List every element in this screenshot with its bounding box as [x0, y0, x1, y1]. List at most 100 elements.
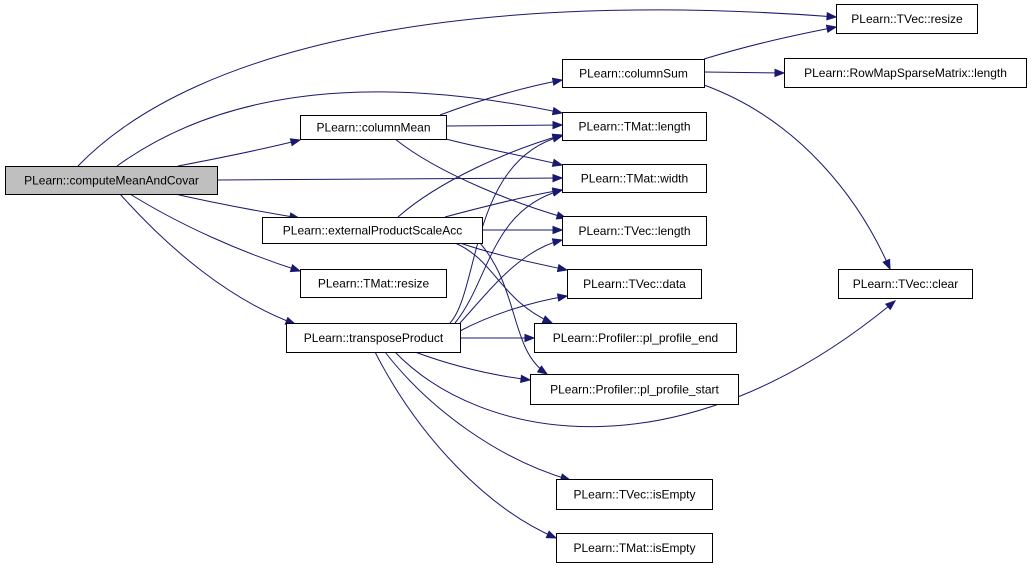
arrowhead-icon	[826, 12, 838, 21]
edge-columnSum-to-tvecClear	[703, 84, 891, 271]
edges-layer	[77, 9, 897, 539]
arrowhead-icon	[552, 120, 564, 130]
arrowhead-icon	[825, 24, 838, 34]
node-box[interactable]	[838, 269, 973, 299]
node-box[interactable]	[567, 269, 702, 299]
edge-transposeProduct-to-tmatIsEmpty	[374, 351, 558, 539]
edge-transposeProduct-to-tvecClear	[394, 300, 897, 428]
node-externalProductScaleAcc[interactable]: PLearn::externalProductScaleAcc	[262, 217, 483, 244]
edge-line	[444, 189, 563, 218]
node-label: PLearn::Profiler::pl_profile_end	[553, 331, 718, 345]
edge-externalProductScaleAcc-to-tmatWidth	[444, 187, 564, 218]
arrowhead-icon	[551, 106, 564, 116]
edge-line	[454, 189, 563, 324]
edge-transposeProduct-to-profileEnd	[460, 333, 536, 343]
node-tvecClear[interactable]: PLearn::TVec::clear	[838, 269, 973, 299]
arrowhead-icon	[545, 530, 558, 539]
node-tvecLength[interactable]: PLearn::TVec::length	[562, 216, 707, 246]
node-box[interactable]	[556, 533, 713, 563]
node-rowMapLength[interactable]: PLearn::RowMapSparseMatrix::length	[784, 58, 1027, 88]
edge-columnMean-to-tmatWidth	[445, 138, 564, 167]
arrowhead-icon	[551, 134, 564, 143]
node-box[interactable]	[556, 479, 713, 510]
arrowhead-icon	[541, 315, 554, 324]
edge-transposeProduct-to-tvecData	[459, 293, 569, 332]
arrowhead-icon	[551, 158, 564, 167]
node-box[interactable]	[562, 112, 707, 141]
edge-line	[439, 79, 563, 116]
edge-line	[177, 139, 301, 167]
edge-line	[459, 295, 568, 332]
node-tmatIsEmpty[interactable]: PLearn::TMat::isEmpty	[556, 533, 713, 563]
node-columnSum[interactable]: PLearn::columnSum	[562, 59, 705, 88]
node-label: PLearn::TVec::resize	[851, 12, 963, 26]
arrowhead-icon	[289, 264, 302, 273]
edge-line	[394, 138, 567, 219]
arrowhead-icon	[551, 77, 564, 86]
node-label: PLearn::TMat::isEmpty	[573, 541, 695, 555]
edge-columnSum-to-rowMapLength	[703, 68, 786, 78]
node-profileStart[interactable]: PLearn::Profiler::pl_profile_start	[530, 374, 739, 405]
node-profileEnd[interactable]: PLearn::Profiler::pl_profile_end	[534, 323, 737, 353]
node-label: PLearn::Profiler::pl_profile_start	[550, 383, 719, 397]
edge-line	[445, 138, 563, 166]
edge-transposeProduct-to-profileStart	[414, 351, 532, 383]
node-box[interactable]	[562, 59, 705, 88]
node-box[interactable]	[300, 269, 447, 298]
node-tvecResize[interactable]: PLearn::TVec::resize	[836, 4, 978, 34]
arrowhead-icon	[551, 238, 564, 247]
node-box[interactable]	[562, 216, 707, 246]
node-box[interactable]	[286, 323, 461, 353]
node-tmatLength[interactable]: PLearn::TMat::length	[562, 112, 707, 141]
edge-externalProductScaleAcc-to-tvecData	[459, 242, 569, 273]
node-label: PLearn::TMat::width	[581, 172, 688, 186]
edge-transposeProduct-to-tmatWidth	[454, 188, 564, 324]
node-label: PLearn::TMat::length	[578, 120, 690, 134]
arrowhead-icon	[524, 333, 536, 343]
edge-computeMeanAndCovar-to-externalProductScaleAcc	[174, 193, 301, 221]
edge-computeMeanAndCovar-to-tmatWidth	[216, 173, 564, 183]
node-box[interactable]	[300, 115, 447, 140]
node-tmatWidth[interactable]: PLearn::TMat::width	[562, 164, 707, 193]
nodes-layer: PLearn::computeMeanAndCovar PLearn::colum…	[5, 4, 1027, 563]
arrowhead-icon	[289, 138, 302, 147]
node-label: PLearn::columnSum	[579, 67, 688, 81]
edge-externalProductScaleAcc-to-tvecLength	[482, 225, 564, 235]
node-label: PLearn::TVec::clear	[853, 277, 958, 291]
node-box[interactable]	[562, 164, 707, 193]
edge-externalProductScaleAcc-to-profileStart	[479, 242, 549, 375]
edge-line	[374, 351, 557, 539]
node-columnMean[interactable]: PLearn::columnMean	[300, 115, 447, 140]
edge-line	[174, 193, 300, 219]
arrowhead-icon	[520, 374, 532, 383]
node-computeMeanAndCovar[interactable]: PLearn::computeMeanAndCovar	[5, 166, 218, 195]
edge-line	[703, 71, 785, 74]
node-label: PLearn::columnMean	[316, 121, 430, 135]
edge-line	[445, 124, 563, 127]
node-transposeProduct[interactable]: PLearn::transposeProduct	[286, 323, 461, 353]
arrowhead-icon	[536, 365, 549, 375]
node-tvecData[interactable]: PLearn::TVec::data	[567, 269, 702, 299]
edge-computeMeanAndCovar-to-tvecResize	[77, 9, 838, 167]
edge-computeMeanAndCovar-to-tmatResize	[129, 193, 302, 273]
node-label: PLearn::TVec::data	[583, 277, 686, 291]
node-box[interactable]	[530, 374, 739, 405]
node-tvecIsEmpty[interactable]: PLearn::TVec::isEmpty	[556, 479, 713, 510]
node-label: PLearn::TMat::resize	[318, 277, 430, 291]
node-box[interactable]	[262, 217, 483, 244]
node-box[interactable]	[836, 4, 978, 34]
edge-line	[397, 134, 563, 218]
node-label: PLearn::TVec::isEmpty	[573, 488, 695, 502]
edge-line	[119, 193, 296, 325]
node-tmatResize[interactable]: PLearn::TMat::resize	[300, 269, 447, 298]
edge-computeMeanAndCovar-to-tmatLength	[116, 91, 564, 167]
arrowhead-icon	[882, 258, 891, 271]
arrowhead-icon	[556, 263, 569, 273]
node-label: PLearn::externalProductScaleAcc	[283, 224, 462, 238]
node-box[interactable]	[534, 323, 737, 353]
node-box[interactable]	[784, 58, 1027, 88]
node-box[interactable]	[5, 166, 218, 195]
edge-columnMean-to-tmatLength	[445, 120, 564, 130]
arrowhead-icon	[884, 300, 897, 311]
